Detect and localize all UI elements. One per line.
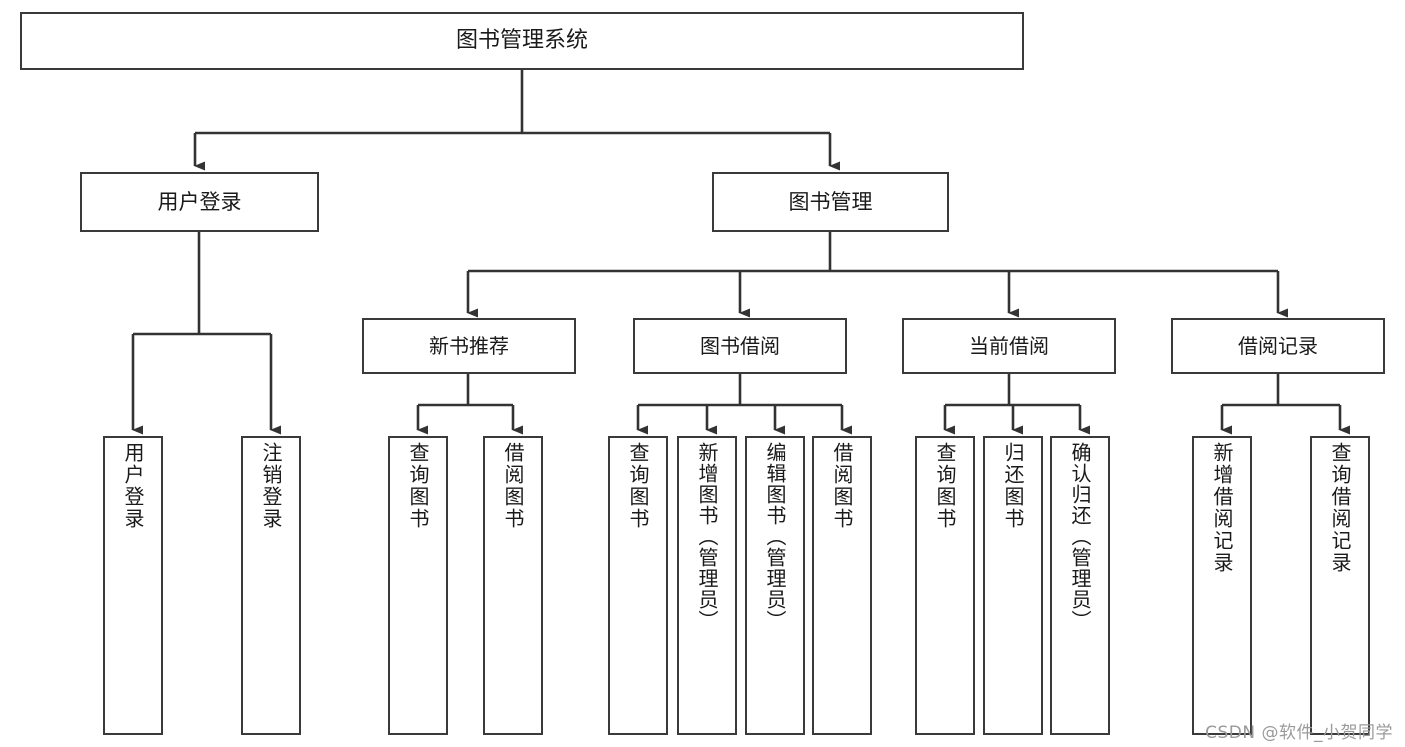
leaf-user-login[interactable]: 用户登录 — [103, 436, 163, 735]
node-new-book-recommend[interactable]: 新书推荐 — [362, 318, 576, 374]
leaf-add-book[interactable]: 新增图书（管理员） — [677, 436, 737, 735]
leaf-query-borrow-record[interactable]: 查询借阅记录 — [1310, 436, 1370, 735]
node-current-borrow[interactable]: 当前借阅 — [902, 318, 1116, 374]
node-label: 归还图书 — [1001, 442, 1025, 530]
node-label: 查询借阅记录 — [1328, 442, 1352, 574]
node-book-manage[interactable]: 图书管理 — [712, 172, 949, 232]
leaf-query-book-borrow[interactable]: 查询图书 — [608, 436, 668, 735]
node-label: 新增借阅记录 — [1210, 442, 1234, 574]
node-label: 编辑图书（管理员） — [763, 442, 787, 631]
leaf-edit-book[interactable]: 编辑图书（管理员） — [745, 436, 805, 735]
node-root-system[interactable]: 图书管理系统 — [20, 12, 1024, 70]
node-label: 用户登录 — [157, 189, 242, 214]
leaf-borrow-book[interactable]: 借阅图书 — [812, 436, 872, 735]
leaf-return-book[interactable]: 归还图书 — [983, 436, 1043, 735]
node-label: 查询图书 — [626, 442, 650, 530]
node-label: 查询图书 — [933, 442, 957, 530]
node-label: 用户登录 — [121, 442, 145, 530]
node-label: 确认归还（管理员） — [1068, 442, 1092, 631]
leaf-confirm-return[interactable]: 确认归还（管理员） — [1050, 436, 1110, 735]
node-label: 新增图书（管理员） — [695, 442, 719, 631]
node-label: 借阅图书 — [501, 442, 525, 530]
leaf-add-borrow-record[interactable]: 新增借阅记录 — [1192, 436, 1252, 735]
node-label: 新书推荐 — [429, 333, 509, 358]
leaf-query-book-recommend[interactable]: 查询图书 — [388, 436, 448, 735]
node-label: 查询图书 — [406, 442, 430, 530]
node-label: 借阅图书 — [830, 442, 854, 530]
leaf-borrow-book-recommend[interactable]: 借阅图书 — [483, 436, 543, 735]
node-borrow-record[interactable]: 借阅记录 — [1171, 318, 1385, 374]
leaf-query-book-current[interactable]: 查询图书 — [915, 436, 975, 735]
node-label: 图书管理系统 — [455, 28, 588, 54]
node-label: 借阅记录 — [1238, 333, 1318, 358]
node-user-login[interactable]: 用户登录 — [80, 172, 319, 232]
node-label: 图书管理 — [788, 189, 873, 214]
leaf-user-logout[interactable]: 注销登录 — [241, 436, 301, 735]
node-label: 注销登录 — [259, 442, 283, 530]
node-book-borrow[interactable]: 图书借阅 — [633, 318, 847, 374]
node-label: 当前借阅 — [969, 333, 1049, 358]
node-label: 图书借阅 — [700, 333, 780, 358]
watermark-text: CSDN @软件_小贺同学 — [1205, 723, 1393, 743]
